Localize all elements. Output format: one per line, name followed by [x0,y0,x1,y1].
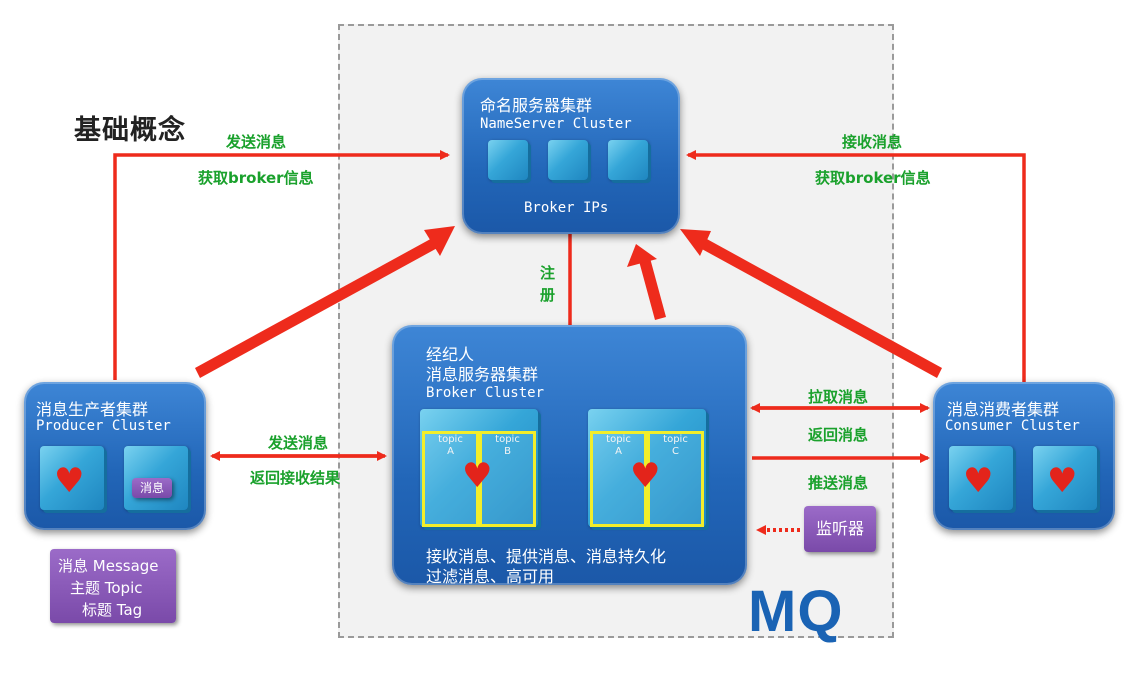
label-pull: 拉取消息 [808,388,869,406]
message-badge: 消息 [132,478,172,498]
broker-subtitle: 消息服务器集群 [426,365,539,384]
page-title: 基础概念 [74,115,186,146]
consumer-subtitle: Consumer Cluster [945,418,1080,434]
broker-ips-label: Broker IPs [524,200,609,216]
label-register-1: 注 [540,264,556,282]
producer-thick-arrow [195,236,441,378]
producer-cube [40,446,104,510]
producer-subtitle: Producer Cluster [36,418,171,434]
broker-functions-2: 过滤消息、高可用 [426,567,555,586]
label-producer-send: 发送消息 [226,133,287,151]
label-producer-get-broker: 获取broker信息 [198,169,314,187]
consumer-title: 消息消费者集群 [947,400,1060,419]
legend-box: 消息 Message 主题 Topic 标题 Tag [50,549,176,623]
broker-title: 经纪人 [426,345,475,364]
nameserver-title: 命名服务器集群 [480,96,593,115]
server-cube [488,140,528,180]
label-consumer-get-broker: 获取broker信息 [815,169,931,187]
label-register-2: 册 [540,286,556,304]
label-consumer-recv: 接收消息 [842,133,903,151]
label-send-msg: 发送消息 [268,434,329,452]
producer-cluster: 消息生产者集群 Producer Cluster ♥ 消息 [24,382,206,530]
heart-icon: ♥ [54,461,85,501]
mq-logo: MQ [748,579,844,644]
consumer-nameserver-line [686,150,1026,382]
broker-thick-arrow [639,258,666,320]
legend-message: 消息 Message [58,557,159,575]
legend-tag: 标题 Tag [82,601,143,619]
consumer-cube [949,446,1013,510]
legend-topic: 主题 Topic [70,579,143,597]
consumer-cluster: 消息消费者集群 Consumer Cluster ♥ ♥ [933,382,1115,530]
producer-nameserver-line [113,150,450,380]
server-cube [608,140,648,180]
server-cube [548,140,588,180]
nameserver-cluster: 命名服务器集群 NameServer Cluster Broker IPs [462,78,680,234]
heart-icon: ♥ [630,456,661,496]
consumer-cube [1033,446,1097,510]
broker-cluster-label: Broker Cluster [426,385,545,401]
label-return-result: 返回接收结果 [250,469,341,487]
label-push: 推送消息 [808,474,869,492]
nameserver-subtitle: NameServer Cluster [480,116,632,132]
heart-icon: ♥ [1047,461,1078,501]
producer-title: 消息生产者集群 [36,400,149,419]
heart-icon: ♥ [462,456,493,496]
listener-box: 监听器 [804,506,876,552]
broker-functions-1: 接收消息、提供消息、消息持久化 [426,547,667,566]
heart-icon: ♥ [963,461,994,501]
consumer-thick-arrow [700,238,942,378]
label-return-msg: 返回消息 [808,426,869,444]
